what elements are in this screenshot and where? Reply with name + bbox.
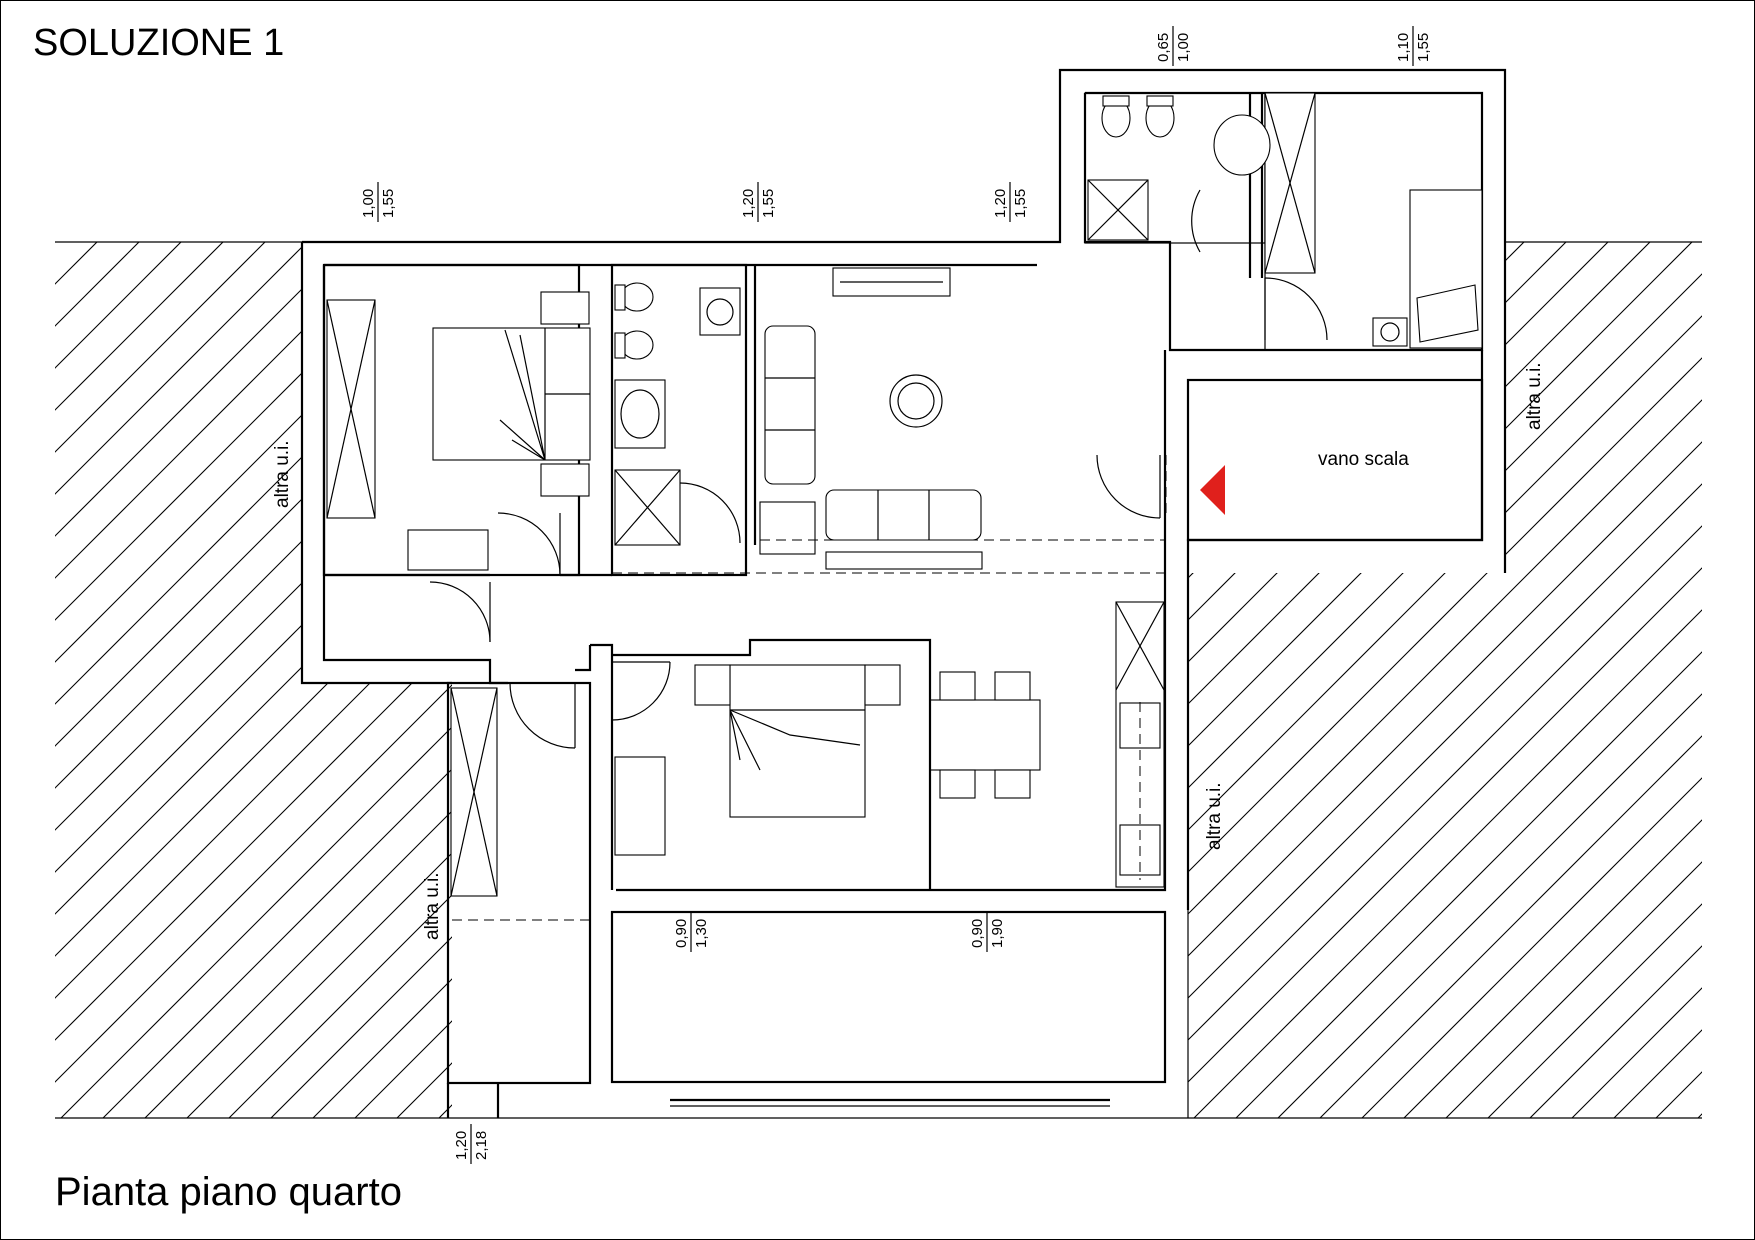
window-dim-6: 0,90 1,30 [673, 912, 710, 952]
svg-text:1,10: 1,10 [1395, 33, 1412, 62]
corridor [429, 581, 614, 749]
stair-core: vano scala [1096, 378, 1484, 542]
window-dimensions: 1,00 1,55 1,20 1,55 1,20 1,55 0,65 1,00 … [360, 26, 1432, 1164]
svg-text:1,00: 1,00 [1175, 33, 1192, 62]
svg-text:0,90: 0,90 [673, 919, 690, 948]
window-dim-1: 1,00 1,55 [360, 182, 397, 222]
bedroom-1 [322, 263, 612, 577]
svg-text:0,65: 0,65 [1155, 33, 1172, 62]
neighbour-labels: altra u.i. altra u.i. altra u.i. altra u… [272, 362, 1545, 940]
window-dim-2: 1,20 1,55 [740, 182, 777, 222]
kitchen-dining [616, 350, 1190, 910]
svg-text:1,20: 1,20 [453, 1131, 470, 1160]
svg-text:0,90: 0,90 [969, 919, 986, 948]
window-dim-4: 0,65 1,00 [1155, 26, 1192, 66]
svg-text:1,00: 1,00 [360, 189, 377, 218]
svg-text:1,30: 1,30 [693, 919, 710, 948]
svg-text:2,18: 2,18 [473, 1131, 490, 1160]
window-dim-7: 0,90 1,90 [969, 912, 1006, 952]
window-dim-8: 1,20 2,18 [453, 1124, 490, 1164]
upper-right-wing [1084, 92, 1483, 351]
window-dim-3: 1,20 1,55 [992, 182, 1029, 222]
svg-text:1,20: 1,20 [992, 189, 1009, 218]
svg-text:1,55: 1,55 [380, 189, 397, 218]
bathroom-1 [610, 263, 757, 577]
svg-text:1,20: 1,20 [740, 189, 757, 218]
hatch-left-neighbour [55, 242, 452, 1118]
other-unit-label-left: altra u.i. [272, 440, 293, 508]
stair-label: vano scala [1318, 449, 1409, 470]
other-unit-label-right: altra u.i. [1524, 362, 1545, 430]
living-room [612, 267, 1165, 574]
other-unit-label-bottom-left: altra u.i. [422, 872, 443, 940]
svg-text:1,90: 1,90 [989, 919, 1006, 948]
svg-text:1,55: 1,55 [760, 189, 777, 218]
other-unit-label-bottom-right: altra u.i. [1204, 782, 1225, 850]
svg-text:1,55: 1,55 [1012, 189, 1029, 218]
stair-arrow-icon [1200, 465, 1225, 515]
floor-title: Pianta piano quarto [55, 1170, 402, 1214]
solution-title: SOLUZIONE 1 [33, 22, 285, 64]
bedroom-2 [610, 638, 932, 890]
window-dim-5: 1,10 1,55 [1395, 26, 1432, 66]
svg-text:1,55: 1,55 [1415, 33, 1432, 62]
terraces [446, 681, 1167, 1118]
